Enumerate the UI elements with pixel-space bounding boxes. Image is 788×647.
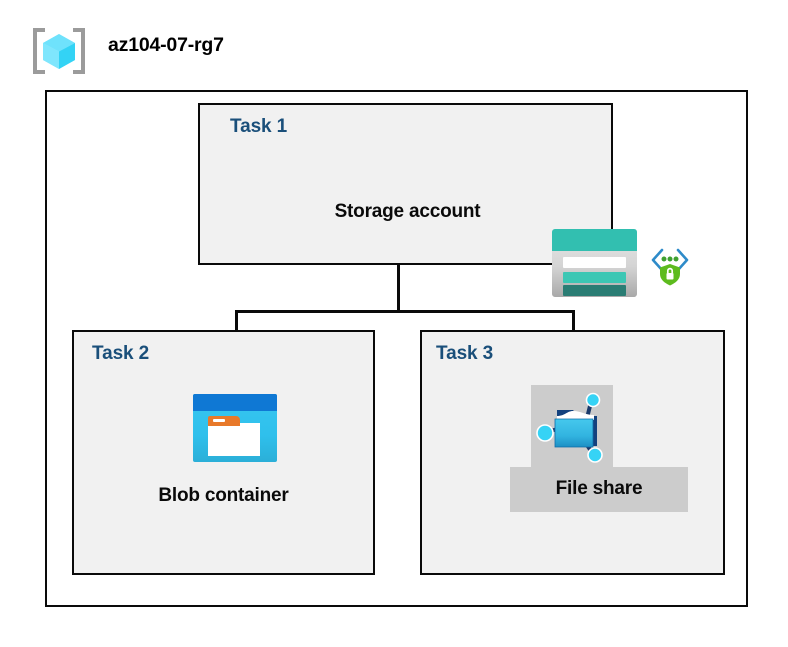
file-share-icon[interactable] xyxy=(535,390,610,465)
private-link-secure-icon[interactable] xyxy=(646,241,694,289)
resource-group-cube-icon xyxy=(33,28,85,74)
storage-account-row-1 xyxy=(563,257,626,268)
blob-container-label: Blob container xyxy=(158,485,289,506)
connector-horizontal-bus xyxy=(235,310,575,313)
blob-container-title-bar xyxy=(193,394,277,411)
blob-container-document xyxy=(208,423,260,456)
storage-account-row-3 xyxy=(563,285,626,296)
blob-container-icon[interactable] xyxy=(193,394,277,462)
task-3-label: Task 3 xyxy=(436,343,494,364)
storage-account-header-bar xyxy=(552,229,637,251)
resource-group-header: az104-07-rg7 xyxy=(30,26,350,74)
file-share-label: File share xyxy=(555,478,643,499)
blob-container-folder-tab xyxy=(208,416,240,426)
file-share-label-highlight xyxy=(510,467,688,512)
connector-storage-to-bus xyxy=(397,265,400,313)
resource-group-title: az104-07-rg7 xyxy=(108,34,224,56)
storage-account-row-2 xyxy=(563,272,626,283)
task-1-label: Task 1 xyxy=(230,116,288,137)
storage-account-label: Storage account xyxy=(334,201,481,222)
task-1-box[interactable]: Task 1 Storage account xyxy=(198,103,694,297)
task-2-label: Task 2 xyxy=(92,343,150,364)
storage-account-icon[interactable] xyxy=(552,229,637,297)
